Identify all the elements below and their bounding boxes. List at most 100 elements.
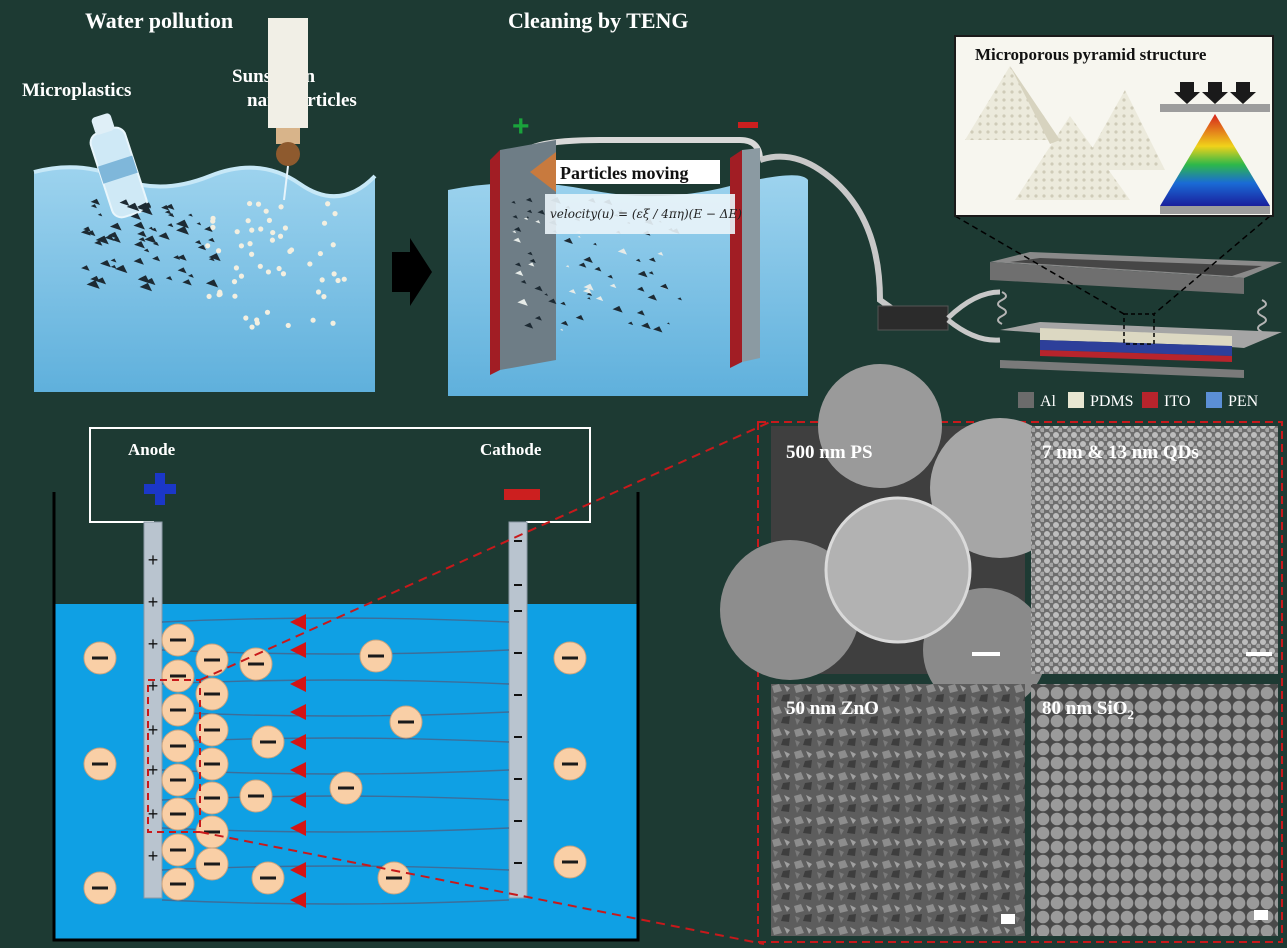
migrating-fragment <box>612 305 623 313</box>
migrating-fragment <box>525 216 530 219</box>
cathode-minus-sign <box>514 736 522 738</box>
particles-moving-label: Particles moving <box>560 163 688 183</box>
nanoparticle-dot <box>205 243 211 249</box>
migrating-fragment <box>527 251 533 256</box>
cathode-minus-sign <box>514 778 522 780</box>
negative-particle-sign <box>204 658 220 662</box>
sem-label-qds: 7 nm & 13 nm QDs <box>1042 442 1199 463</box>
migrating-fragment <box>583 283 594 291</box>
negative-particle-sign <box>170 674 186 678</box>
anode-charges: ++++++++ <box>148 550 159 866</box>
microplastic-fragment <box>81 265 90 271</box>
nanoparticle-dot <box>231 279 238 285</box>
microplastic-fragment <box>208 257 215 262</box>
microplastic-fragment <box>111 236 121 243</box>
microplastic-fragment <box>90 198 100 206</box>
plus-sign-icon: + <box>512 110 530 143</box>
microplastic-fragment <box>167 223 174 228</box>
migrating-fragment <box>548 298 557 305</box>
nanoparticle-dot <box>269 237 276 243</box>
zoom-guide-right <box>1153 215 1271 315</box>
nanoparticle-dot <box>210 215 216 221</box>
anode-plus-sign: + <box>148 676 159 696</box>
migrating-fragment <box>637 286 645 292</box>
nanoparticle-dot <box>243 315 249 321</box>
negative-particle-sign <box>204 692 220 696</box>
panel-a-left-title: Water pollution <box>85 8 233 33</box>
negative-particle-sign <box>338 786 354 790</box>
sunscreen-nanoparticles <box>205 200 347 330</box>
microplastic-fragment <box>110 264 117 269</box>
field-line <box>161 711 510 717</box>
field-arrowhead <box>290 642 306 658</box>
migrating-fragment <box>607 274 613 279</box>
nanoparticle-dot <box>319 277 325 283</box>
negative-particle-sign <box>204 762 220 766</box>
microplastic-fragment <box>97 213 103 217</box>
panel-a-middle-title: Cleaning by TENG <box>508 8 689 33</box>
negative-particle-sign <box>260 740 276 744</box>
nanoparticle-dot <box>335 277 341 284</box>
anode-label: Anode <box>128 440 176 459</box>
microplastic-fragment <box>208 237 215 243</box>
nanoparticle-dot <box>234 229 240 235</box>
microplastic-fragment <box>137 230 147 238</box>
migrating-fragment <box>544 293 549 296</box>
nanoparticle-dot <box>276 265 282 272</box>
negative-particle-sign <box>170 744 186 748</box>
migrating-fragment <box>677 297 682 301</box>
microplastic-fragment <box>205 279 219 288</box>
anode-plus-sign: + <box>148 804 159 824</box>
nanoparticle-dot <box>263 208 269 214</box>
anode-plate <box>490 140 556 375</box>
equation-box <box>545 194 735 234</box>
negative-particle-sign <box>386 876 402 880</box>
microplastic-fragment <box>100 260 111 268</box>
nanoparticle-dot <box>232 293 238 299</box>
microplastic-fragment <box>152 256 161 262</box>
nanoparticle-dot <box>210 224 216 230</box>
negative-particle-sign <box>204 728 220 732</box>
migrating-fragment <box>657 251 664 256</box>
microplastic-fragment <box>133 221 145 230</box>
nanoparticle-dot <box>206 293 212 300</box>
legend-swatch-ito <box>1142 392 1158 408</box>
nanoparticle-dot <box>245 218 251 224</box>
sem-label-sio2-subscript: 2 <box>1128 707 1135 722</box>
nanoparticle-dot <box>246 200 253 207</box>
cathode-minus-sign <box>514 540 522 542</box>
nanoparticle-dot <box>310 317 316 323</box>
microplastic-fragment <box>130 213 141 221</box>
nanoparticle-dot <box>265 269 272 275</box>
pyramid-inset <box>954 35 1274 217</box>
migrating-fragment <box>637 270 648 278</box>
migrating-fragment <box>529 258 536 264</box>
migrating-fragment <box>666 322 670 325</box>
migrating-fragment <box>593 242 597 246</box>
microplastic-fragment <box>161 205 170 211</box>
anode-plus-sign: + <box>148 760 159 780</box>
microplastic-fragment <box>137 202 151 212</box>
microplastic-fragment <box>194 240 202 245</box>
migrating-fragment <box>560 320 569 326</box>
nanoparticle-dot <box>255 201 262 207</box>
sem-sio2 <box>1031 684 1278 936</box>
migrating-particles <box>511 197 682 333</box>
migrating-fragment <box>617 248 628 255</box>
migrating-fragment <box>514 262 522 267</box>
nanoparticle-dot <box>249 227 255 233</box>
migrating-fragment <box>653 326 663 333</box>
migrating-fragment <box>520 280 527 284</box>
migrating-fragment <box>512 215 518 219</box>
legend-swatch-pen <box>1206 392 1222 408</box>
nanoparticle-dot <box>307 261 313 267</box>
sem-label-sio2-base: 80 nm SiO <box>1042 698 1128 719</box>
microplastic-fragment <box>86 230 96 237</box>
migrating-fragment <box>517 298 528 306</box>
anode-sign-icon <box>144 473 176 505</box>
negative-particle-sign <box>92 886 108 890</box>
sem-zno <box>771 684 1025 936</box>
nanoparticle-dot <box>217 289 223 295</box>
